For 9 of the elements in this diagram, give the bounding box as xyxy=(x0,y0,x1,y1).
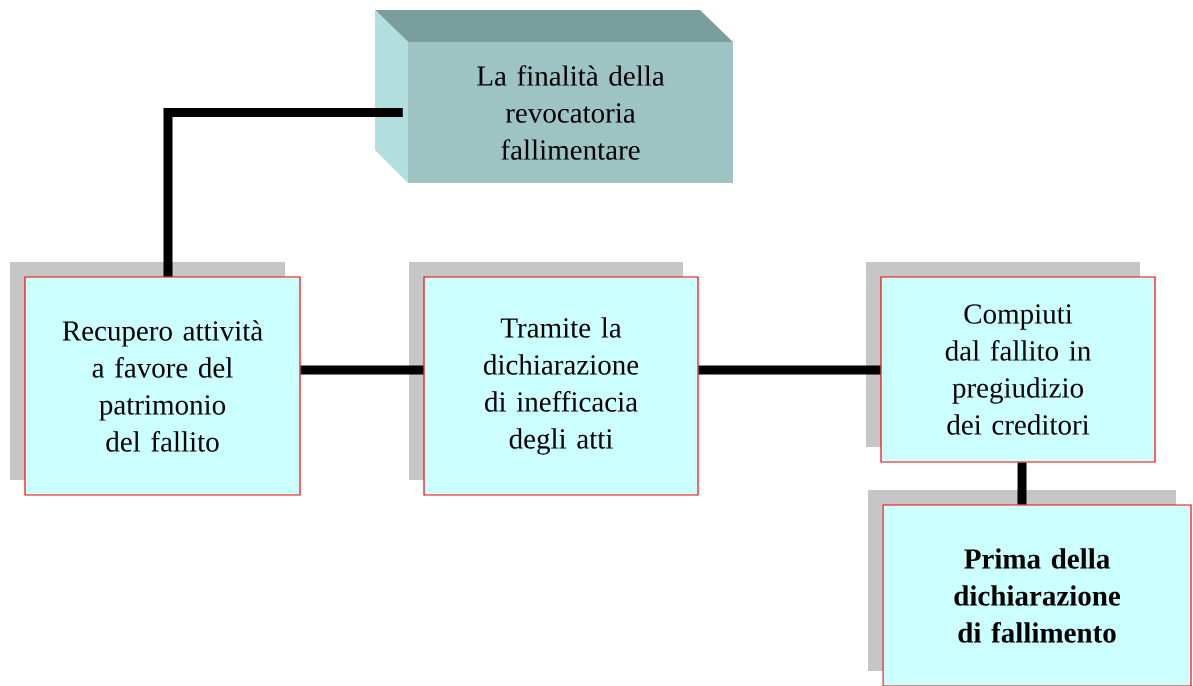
cube-box: La finalità della revocatoria fallimentare xyxy=(375,10,733,183)
connector-line xyxy=(300,365,424,375)
process-box: Recupero attività a favore del patrimonio del fallito xyxy=(10,262,301,496)
process-box: Tramite la dichiarazione di inefficacia degli atti xyxy=(409,262,699,496)
process-box: Prima della dichiarazione di fallimento xyxy=(868,490,1192,686)
process-box: Compiuti dal fallito in pregiudizio dei creditori xyxy=(866,262,1156,463)
connector-line xyxy=(163,108,403,277)
connector-line xyxy=(698,365,881,375)
connector-line xyxy=(1017,462,1027,505)
